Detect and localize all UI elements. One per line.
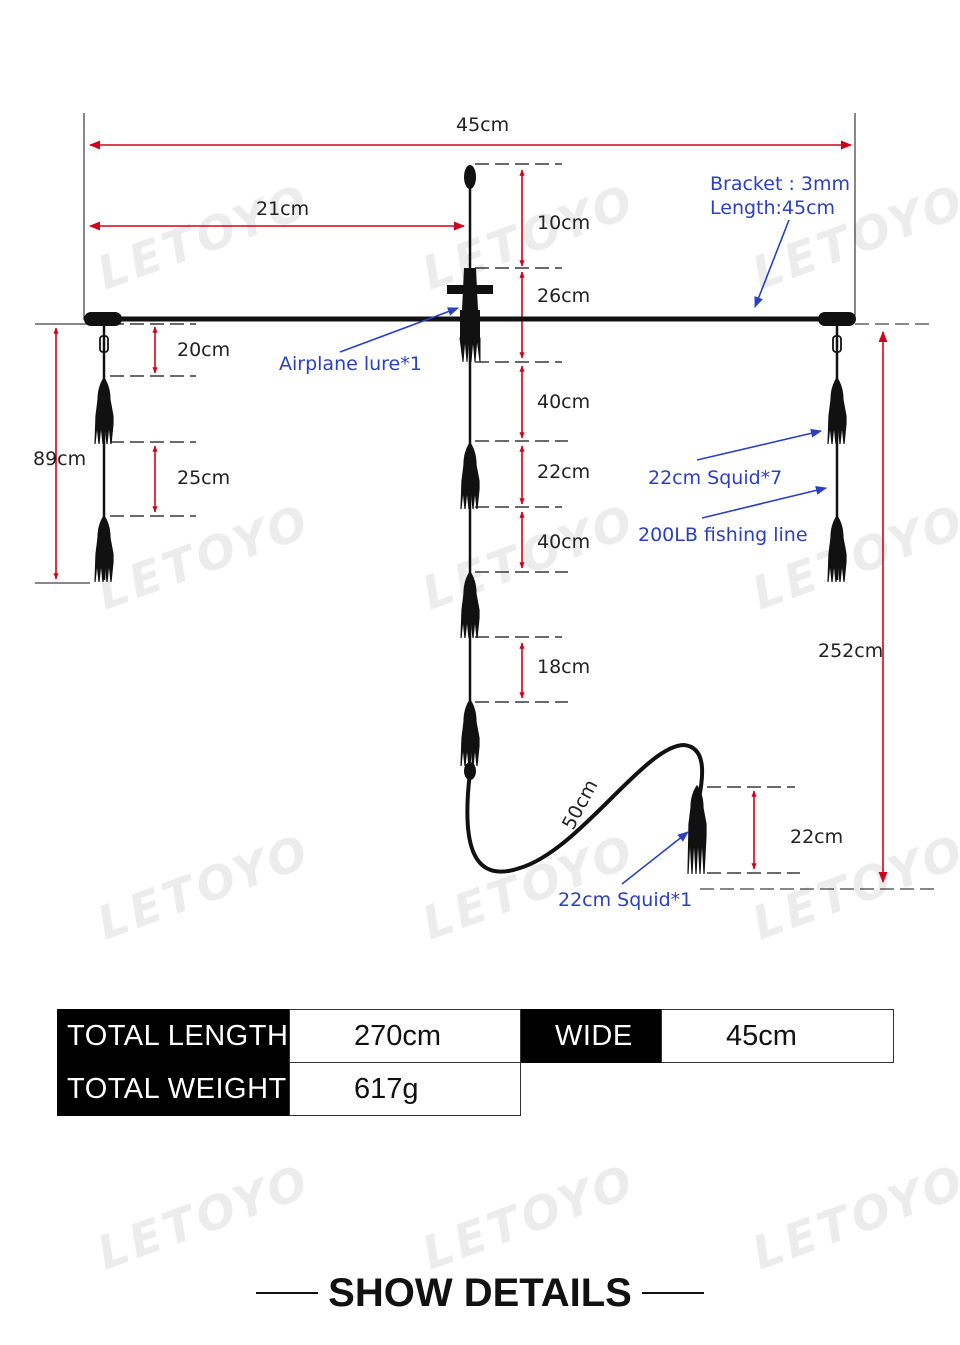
dim-tail-line: 50cm xyxy=(558,776,602,833)
dim-tail-squid: 22cm xyxy=(790,826,843,848)
watermark: LETOYO xyxy=(745,823,960,950)
dim-center-gap-1: 40cm xyxy=(537,391,590,413)
squid-lure xyxy=(460,441,480,510)
callout-bracket-length: Length:45cm xyxy=(710,197,835,219)
dim-left-gap-1: 20cm xyxy=(177,339,230,361)
wide-value: 45cm xyxy=(661,1009,894,1063)
squid-lure xyxy=(460,570,480,639)
dim-left-total: 89cm xyxy=(33,448,86,470)
watermark: LETOYO xyxy=(90,493,318,620)
footer-rule-left xyxy=(256,1292,319,1294)
squid-lure xyxy=(94,376,114,445)
squid-lure xyxy=(94,514,114,583)
wide-label: WIDE xyxy=(521,1009,662,1063)
squid-lures xyxy=(94,376,847,875)
footer-title: SHOW DETAILS xyxy=(328,1270,632,1315)
watermark: LETOYO xyxy=(745,493,960,620)
callout-fishing-line: 200LB fishing line xyxy=(638,524,808,546)
specs-table: TOTAL LENGTH 270cm WIDE 45cm TOTAL WEIGH… xyxy=(57,1009,894,1116)
tail-line xyxy=(465,742,705,874)
bottom-watermarks: LETOYO LETOYO LETOYO xyxy=(90,1153,960,1280)
dimension-arrows xyxy=(53,140,888,884)
bracket-end-right xyxy=(818,312,856,326)
watermark: LETOYO xyxy=(90,1153,318,1280)
airplane-lure xyxy=(447,268,493,363)
squid-lure xyxy=(827,376,847,445)
callout-squid-7: 22cm Squid*7 xyxy=(648,467,782,489)
total-weight-label: TOTAL WEIGHT xyxy=(57,1062,290,1116)
footer: SHOW DETAILS xyxy=(0,1265,960,1321)
total-length-label: TOTAL LENGTH xyxy=(57,1009,290,1063)
rig-diagram: LETOYO LETOYO LETOYO LETOYO LETOYO LETOY… xyxy=(33,113,960,950)
dim-center-gap-2: 40cm xyxy=(537,531,590,553)
squid-lure xyxy=(687,784,707,875)
dim-airplane-section: 26cm xyxy=(537,285,590,307)
squid-lure xyxy=(460,698,480,767)
callout-airplane-lure: Airplane lure*1 xyxy=(279,353,422,375)
watermark: LETOYO xyxy=(745,1153,960,1280)
callout-squid-1: 22cm Squid*1 xyxy=(558,889,692,911)
watermark: LETOYO xyxy=(415,173,643,300)
lead-bead xyxy=(464,165,476,189)
callout-bracket-size: Bracket : 3mm xyxy=(710,173,850,195)
watermark: LETOYO xyxy=(415,823,643,950)
bracket-rig xyxy=(84,165,856,874)
footer-rule-right xyxy=(641,1292,704,1294)
dim-bracket-width: 45cm xyxy=(456,114,509,136)
callout-arrows xyxy=(339,219,828,885)
watermark: LETOYO xyxy=(415,1153,643,1280)
dim-left-gap-2: 25cm xyxy=(177,467,230,489)
dashed-guides xyxy=(110,163,800,874)
watermark: LETOYO xyxy=(90,173,318,300)
watermark: LETOYO xyxy=(90,823,318,950)
dim-center-gap-3: 18cm xyxy=(537,656,590,678)
total-length-value: 270cm xyxy=(289,1009,521,1063)
dim-top-lead: 10cm xyxy=(537,212,590,234)
squid-lure xyxy=(827,514,847,583)
bracket-end-left xyxy=(84,312,122,326)
dim-center-squid: 22cm xyxy=(537,461,590,483)
total-weight-value: 617g xyxy=(289,1062,521,1116)
callout-labels: Bracket : 3mm Length:45cm Airplane lure*… xyxy=(279,173,850,911)
reference-lines xyxy=(35,113,935,890)
dim-right-total: 252cm xyxy=(818,640,883,662)
dim-half-width: 21cm xyxy=(256,198,309,220)
watermark: LETOYO xyxy=(415,493,643,620)
